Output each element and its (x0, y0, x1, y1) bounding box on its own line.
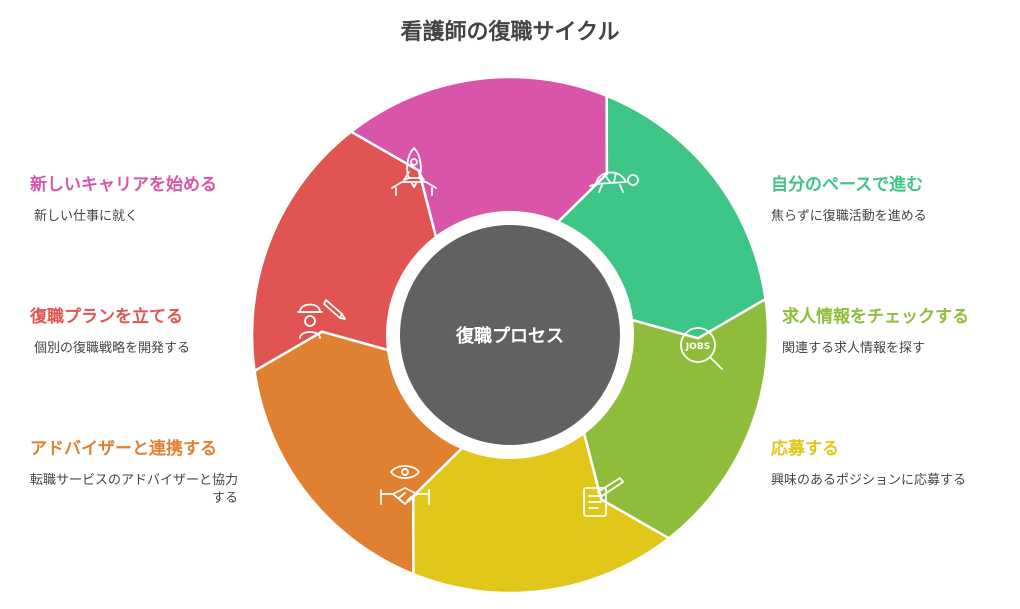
step-desc-new-career: 新しい仕事に就く (34, 209, 139, 224)
handshake-icon (380, 465, 430, 505)
step-desc-advisor: 転職サービスのアドバイザーと協力する (30, 473, 239, 506)
step-desc-check-jobs: 関連する求人情報を探す (782, 341, 926, 356)
step-desc-plan: 個別の復職戦略を開発する (34, 341, 191, 356)
page-title: 看護師の復職サイクル (400, 20, 620, 45)
step-label-check-jobs: 求人情報をチェックする 関連する求人情報を探す (782, 306, 1004, 358)
turtle-icon (589, 171, 639, 193)
step-heading-new-career: 新しいキャリアを始める (30, 175, 217, 195)
rocket-icon (391, 147, 437, 196)
center-disc (400, 225, 620, 445)
planner-icon (297, 299, 346, 339)
step-desc-apply: 興味のあるポジションに応募する (771, 473, 967, 488)
step-desc-pace: 焦らずに復職活動を進める (771, 209, 927, 224)
step-label-apply: 応募する 興味のあるポジションに応募する (771, 438, 993, 490)
step-heading-pace: 自分のペースで進む (771, 175, 924, 195)
center-label: 復職プロセス (455, 325, 564, 347)
application-form-icon (583, 477, 624, 517)
step-label-plan: 復職プランを立てる 個別の復職戦略を開発する (30, 306, 270, 358)
step-label-new-career: 新しいキャリアを始める 新しい仕事に就く (30, 174, 270, 226)
step-heading-apply: 応募する (771, 439, 839, 459)
step-label-advisor: アドバイザーと連携する 転職サービスのアドバイザーと協力する (30, 438, 250, 508)
step-label-pace: 自分のペースで進む 焦らずに復職活動を進める (771, 174, 1001, 226)
step-heading-advisor: アドバイザーと連携する (30, 439, 217, 459)
step-heading-check-jobs: 求人情報をチェックする (782, 307, 969, 327)
jobs-search-icon: JOBS (680, 327, 723, 370)
svg-text:JOBS: JOBS (685, 342, 710, 352)
step-heading-plan: 復職プランを立てる (30, 307, 183, 327)
